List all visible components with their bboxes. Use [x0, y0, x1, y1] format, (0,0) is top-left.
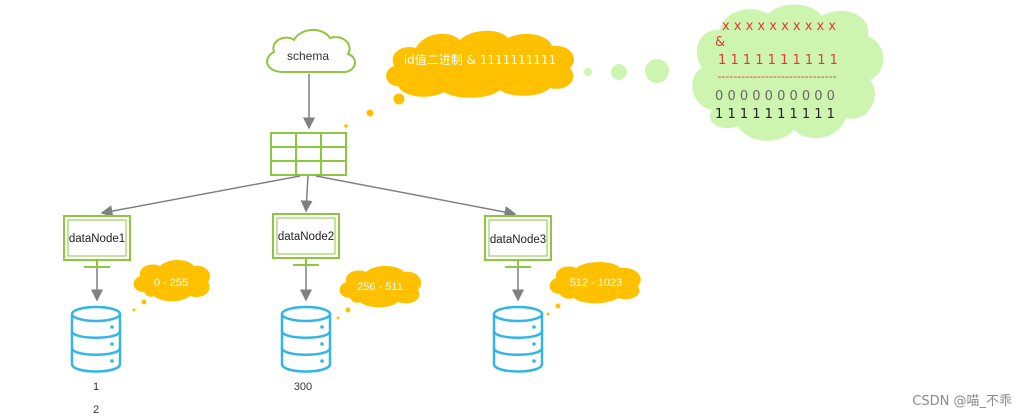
range-bubble-3: 512 - 1023 [546, 262, 641, 316]
hash-bubble-text: id值二进制 & 1111111111 [404, 52, 556, 67]
binary-line-one: 1 1 1 1 1 1 1 1 1 1 [715, 107, 835, 122]
datanode-3: dataNode3 [484, 215, 552, 268]
datanode-1-label: dataNode1 [69, 233, 125, 245]
range-bubble-2: 256 - 511 [336, 266, 422, 320]
arrow-to-node3 [315, 175, 517, 218]
range-2-text: 256 - 511 [357, 281, 403, 293]
schema-label: schema [287, 49, 329, 63]
arrow-to-node2 [300, 175, 313, 213]
binary-line-mask: 1 1 1 1 1 1 1 1 1 1 [718, 53, 838, 68]
datanode-2-label: dataNode2 [278, 231, 334, 243]
range-bubble-1: 0 - 255 [132, 260, 211, 312]
example-id: 300 [294, 381, 312, 393]
binary-operator: & [715, 35, 725, 50]
green-trail [584, 59, 669, 83]
hash-bubble: id值二进制 & 1111111111 [344, 30, 574, 128]
example-id: 1 [93, 381, 99, 393]
bubble-dot [366, 109, 374, 117]
datanode-3-label: dataNode3 [490, 234, 546, 246]
range-3-text: 512 - 1023 [570, 277, 623, 289]
database-icon [492, 305, 544, 373]
schema-cloud: schema [266, 29, 356, 74]
arrow-to-node1 [100, 175, 301, 217]
datanode-2: dataNode2 [272, 213, 340, 266]
datanode-1: dataNode1 [63, 215, 131, 268]
binary-divider: ------------------------------ [717, 70, 836, 83]
example-id: 2 [93, 404, 99, 416]
watermark: CSDN @喵_不乖 [912, 394, 1012, 409]
bubble-dot [393, 93, 405, 105]
binary-line-zero: 0 0 0 0 0 0 0 0 0 0 [715, 89, 835, 104]
database-icon [70, 305, 122, 373]
range-1-text: 0 - 255 [154, 277, 188, 289]
table-grid-icon [270, 132, 347, 176]
binary-line-x: x x x x x x x x x x [722, 19, 836, 34]
binary-cloud: x x x x x x x x x x & 1 1 1 1 1 1 1 1 1 … [692, 4, 884, 141]
bubble-dot [344, 124, 348, 128]
database-icon [280, 305, 332, 373]
